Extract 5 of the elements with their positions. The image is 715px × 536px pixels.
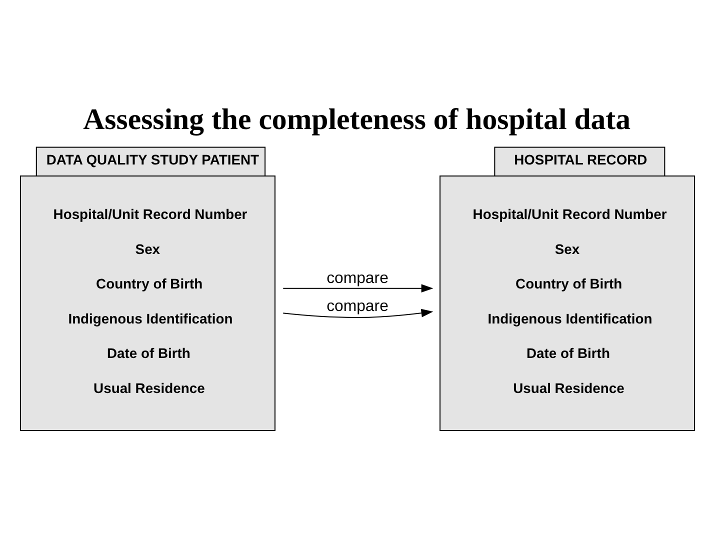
arrow xyxy=(282,284,434,293)
edge-label: compare xyxy=(326,270,388,288)
edge-label: compare xyxy=(326,298,388,316)
arrow xyxy=(282,308,434,318)
diagram-title: Assessing the completeness of hospital data xyxy=(83,102,631,136)
